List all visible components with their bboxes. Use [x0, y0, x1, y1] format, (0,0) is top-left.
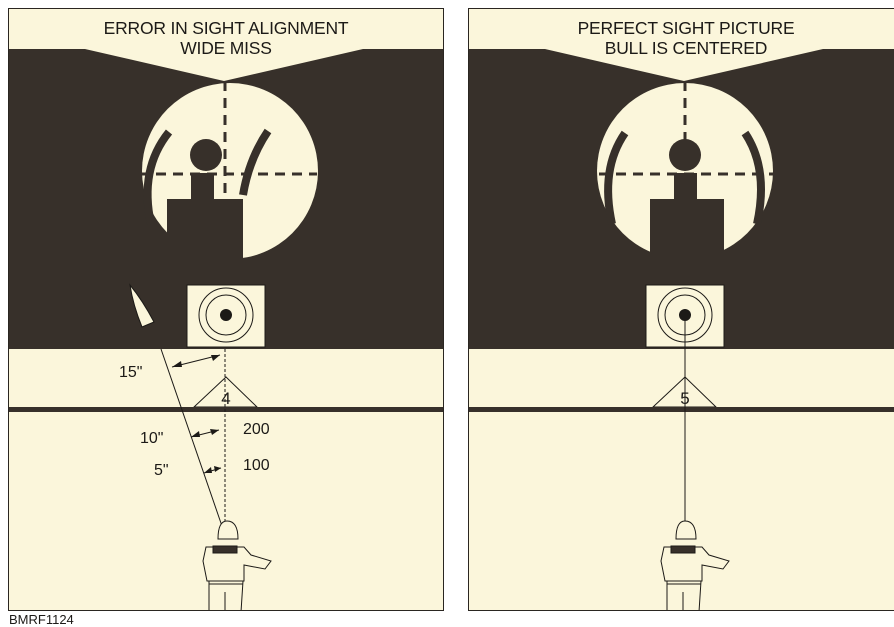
arrowhead — [211, 355, 220, 361]
front-sight-post — [674, 173, 697, 203]
soldier-figure — [202, 520, 272, 610]
arrowhead — [204, 467, 212, 473]
bullet-trajectory — [160, 348, 224, 530]
range-label-100: 100 — [243, 457, 270, 474]
deviation-label-15: 15" — [119, 364, 142, 381]
bull-silhouette — [190, 139, 222, 171]
target-bull — [679, 309, 691, 321]
bullet — [129, 283, 155, 328]
arrowhead — [210, 429, 219, 435]
range-label-200: 200 — [243, 421, 270, 438]
left-title-line1: ERROR IN SIGHT ALIGNMENT — [103, 18, 349, 38]
target-number: 4 — [221, 389, 230, 408]
firing-line — [469, 407, 894, 412]
right-title-line2: BULL IS CENTERED — [604, 38, 768, 58]
soldier-figure — [660, 520, 730, 610]
left-title-line2: WIDE MISS — [180, 38, 272, 58]
target-middle-ring — [205, 294, 247, 336]
right-panel-illustration: 5 — [469, 49, 894, 610]
front-sight-base — [167, 199, 243, 264]
bull-silhouette — [669, 139, 701, 171]
left-panel-illustration: 4 15" 10" 5" 200 100 — [9, 49, 443, 610]
deviation-label-5: 5" — [154, 462, 169, 479]
sight-ear-left — [604, 130, 629, 225]
deviation-label-10: 10" — [140, 430, 163, 447]
sight-ear-left — [143, 129, 173, 225]
arrowhead — [191, 431, 200, 437]
right-panel: 5 PERFECT SIGHT PICTURE BULL IS CENTERED — [468, 8, 894, 611]
target-outer-ring — [198, 287, 254, 343]
front-sight-base — [650, 199, 724, 264]
figure-code: BMRF1124 — [9, 612, 74, 627]
left-panel: 4 15" 10" 5" 200 100 ERROR IN SIGHT AL — [8, 8, 444, 611]
sight-ear-right — [239, 128, 272, 196]
front-sight-post — [191, 173, 214, 203]
target-bull — [220, 309, 232, 321]
firing-line — [9, 407, 443, 412]
right-title-line1: PERFECT SIGHT PICTURE — [577, 18, 795, 38]
arrowhead — [214, 466, 221, 472]
arrowhead — [172, 361, 182, 367]
